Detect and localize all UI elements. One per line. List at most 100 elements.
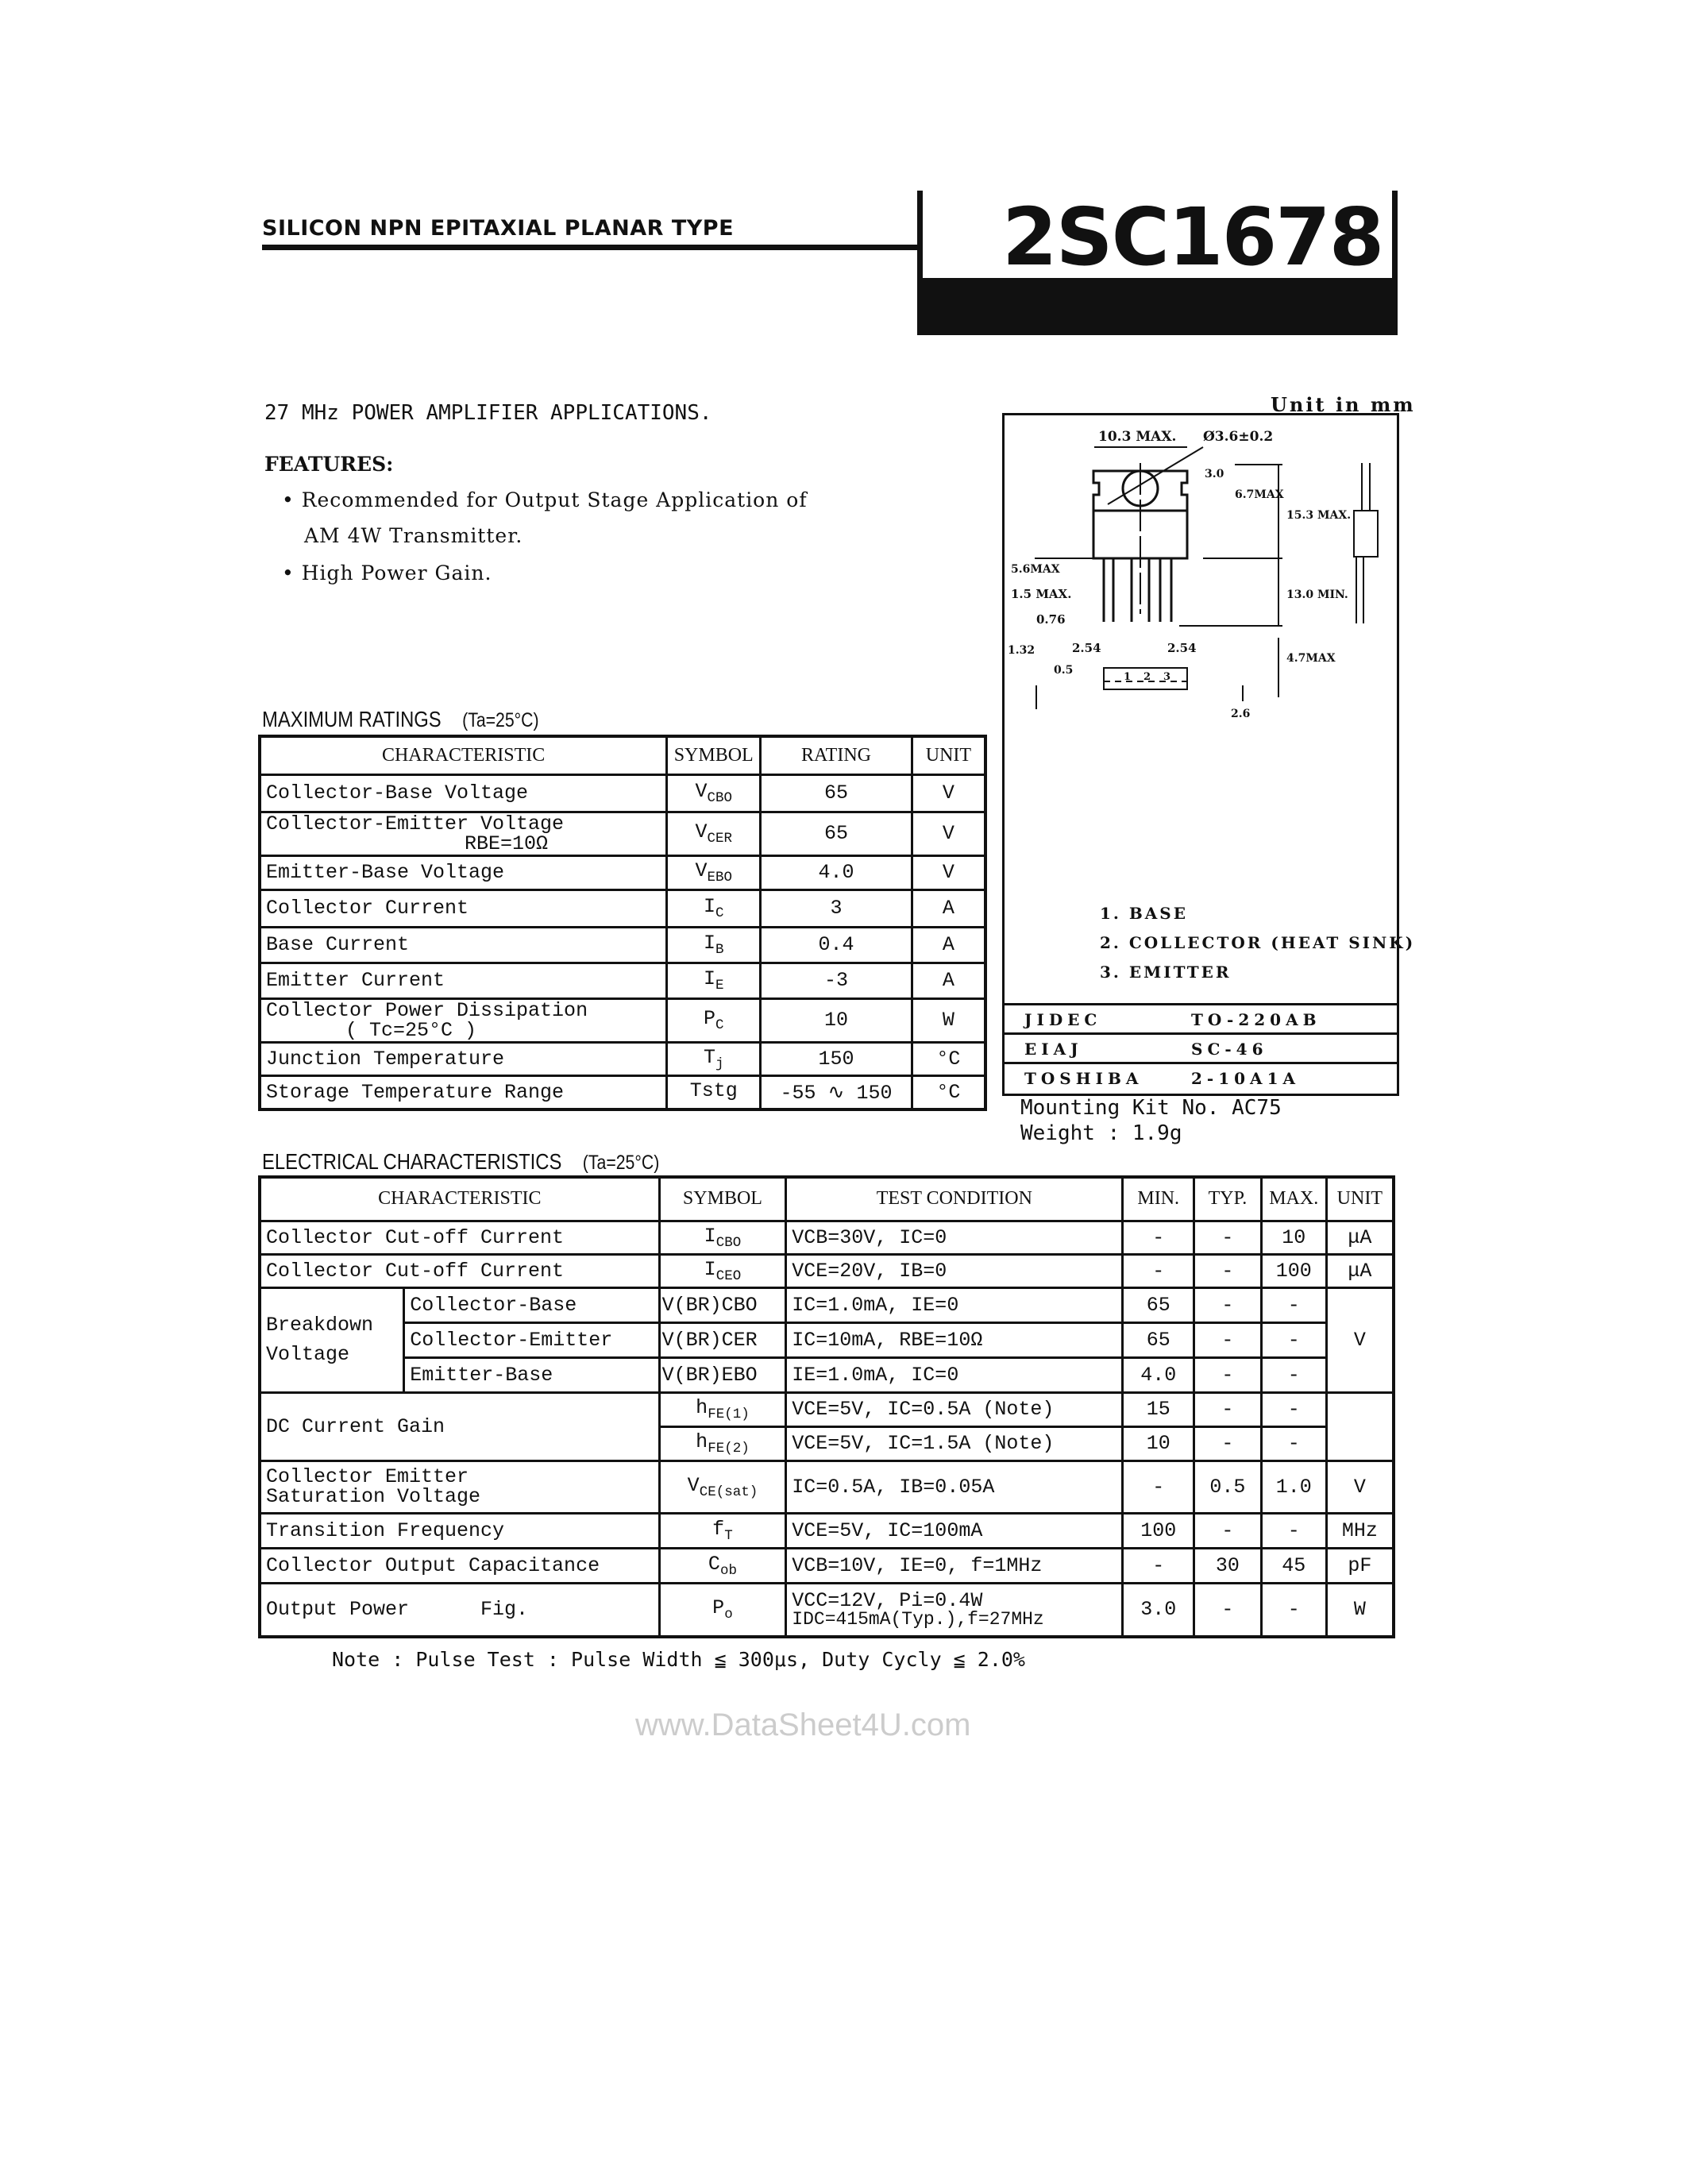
dim-label: 0.5 bbox=[1054, 664, 1073, 677]
typ-cell: 30 bbox=[1193, 1546, 1263, 1584]
rating-cell: -55 ∿ 150 bbox=[759, 1074, 913, 1111]
typ-cell: 0.5 bbox=[1193, 1459, 1263, 1515]
min-cell: - bbox=[1121, 1546, 1196, 1584]
min-cell: 3.0 bbox=[1121, 1581, 1196, 1638]
header-cell: MIN. bbox=[1121, 1175, 1196, 1222]
char-cell: Junction Temperature bbox=[258, 1040, 669, 1077]
dim-label: 4.7MAX bbox=[1286, 652, 1336, 665]
pin-label: 1. BASE bbox=[1100, 904, 1188, 923]
header-cell: CHARACTERISTIC bbox=[258, 1175, 661, 1222]
rating-cell: 65 bbox=[759, 773, 913, 813]
header-cell: SYMBOL bbox=[658, 1175, 788, 1222]
char-cell: Collector Output Capacitance bbox=[258, 1546, 661, 1584]
max-cell: - bbox=[1259, 1286, 1328, 1324]
condition-cell: IE=1.0mA, IC=0 bbox=[785, 1356, 1124, 1394]
symbol-cell: IC bbox=[665, 888, 762, 928]
typ-cell: - bbox=[1193, 1581, 1263, 1638]
header-cell: CHARACTERISTIC bbox=[258, 735, 669, 776]
max-cell: 1.0 bbox=[1259, 1459, 1328, 1515]
symbol-cell: IE bbox=[665, 961, 762, 1000]
char-cell: Emitter-Base Voltage bbox=[258, 854, 669, 891]
unit-cell: A bbox=[910, 888, 987, 928]
dim-label: Ø3.6±0.2 bbox=[1203, 429, 1273, 445]
table-row: DC Current Gain hFE(1) VCE=5V, IC=0.5A (… bbox=[258, 1391, 1395, 1462]
pin-number: 3 bbox=[1163, 671, 1170, 683]
header-cell: TYP. bbox=[1193, 1175, 1263, 1222]
symbol-cell: Cob bbox=[658, 1546, 788, 1584]
rating-cell: 150 bbox=[759, 1040, 913, 1077]
table-row: Collector Cut-off Current ICEO VCE=20V, … bbox=[258, 1252, 1395, 1289]
symbol-cell: VCE(sat) bbox=[658, 1459, 788, 1515]
unit-cell: V bbox=[910, 854, 987, 891]
symbol-cell: Tstg bbox=[665, 1074, 762, 1111]
rating-cell: 65 bbox=[759, 810, 913, 857]
symbol-cell: ICEO bbox=[658, 1252, 788, 1289]
symbol-cell: hFE(2) bbox=[658, 1425, 788, 1462]
typ-cell: - bbox=[1193, 1356, 1263, 1394]
weight: Weight : 1.9g bbox=[1020, 1121, 1182, 1145]
condition-cell: VCE=5V, IC=0.5A (Note) bbox=[785, 1391, 1124, 1428]
header-cell: MAX. bbox=[1259, 1175, 1328, 1222]
table-header-row: CHARACTERISTIC SYMBOL RATING UNIT bbox=[258, 735, 987, 776]
symbol-cell: fT bbox=[658, 1511, 788, 1549]
table-row: hFE(2) VCE=5V, IC=1.5A (Note) 10 - - bbox=[260, 1425, 1394, 1462]
max-ratings-title: MAXIMUM RATINGS (Ta=25°C) bbox=[262, 707, 539, 731]
unit-label: Unit in mm bbox=[1271, 393, 1416, 416]
char-cell: Output Power Fig. bbox=[258, 1581, 661, 1638]
min-cell: 100 bbox=[1121, 1511, 1196, 1549]
symbol-cell: VEBO bbox=[665, 854, 762, 891]
typ-cell: - bbox=[1193, 1286, 1263, 1324]
unit-cell: V bbox=[1325, 1286, 1395, 1394]
min-cell: 4.0 bbox=[1121, 1356, 1196, 1394]
char-cell: Emitter-Base bbox=[403, 1356, 661, 1394]
char-cell: Collector-Base Voltage bbox=[258, 773, 669, 813]
header-cell: SYMBOL bbox=[665, 735, 762, 776]
unit-cell: μA bbox=[1325, 1219, 1395, 1256]
table-row: Collector Output Capacitance Cob VCB=10V… bbox=[258, 1546, 1395, 1584]
header-cell: UNIT bbox=[910, 735, 987, 776]
unit-cell: A bbox=[910, 925, 987, 964]
symbol-cell: Tj bbox=[665, 1040, 762, 1077]
condition-cell: IC=0.5A, IB=0.05A bbox=[785, 1459, 1124, 1515]
pin-label: 2. COLLECTOR (HEAT SINK) bbox=[1100, 933, 1416, 952]
dim-label: 2.54 bbox=[1072, 641, 1101, 655]
char-cell: Collector-Base bbox=[403, 1286, 661, 1324]
char-cell: Emitter Current bbox=[258, 961, 669, 1000]
max-ratings-table: CHARACTERISTIC SYMBOL RATING UNIT Collec… bbox=[258, 735, 987, 1111]
symbol-cell: V(BR)CER bbox=[658, 1321, 788, 1359]
part-number: 2SC1678 bbox=[1002, 191, 1384, 284]
typ-cell: - bbox=[1193, 1511, 1263, 1549]
table-row: Transition Frequency fT VCE=5V, IC=100mA… bbox=[258, 1511, 1395, 1549]
symbol-cell: IB bbox=[665, 925, 762, 964]
char-cell: Transition Frequency bbox=[258, 1511, 661, 1549]
char-cell: Base Current bbox=[258, 925, 669, 964]
symbol-cell: PC bbox=[665, 997, 762, 1044]
table-row: Collector-Emitter V(BR)CER IC=10mA, RBE=… bbox=[260, 1321, 1394, 1359]
typ-cell: - bbox=[1193, 1252, 1263, 1289]
watermark: www.DataSheet4U.com bbox=[635, 1707, 971, 1742]
unit-cell: V bbox=[910, 810, 987, 857]
condition-cell: VCB=30V, IC=0 bbox=[785, 1219, 1124, 1256]
dim-label: 1.32 bbox=[1008, 644, 1035, 657]
part-number-box bbox=[917, 191, 1398, 335]
max-cell: - bbox=[1259, 1581, 1328, 1638]
package-drawing: 10.3 MAX. Ø3.6±0.2 3.0 6.7MAX 15.3 MAX. … bbox=[1002, 413, 1399, 1096]
header-cell: UNIT bbox=[1325, 1175, 1395, 1222]
dim-label: 1.5 MAX. bbox=[1011, 587, 1071, 601]
symbol-cell: V(BR)CBO bbox=[658, 1286, 788, 1324]
condition-cell: IC=1.0mA, IE=0 bbox=[785, 1286, 1124, 1324]
condition-cell: IC=10mA, RBE=10Ω bbox=[785, 1321, 1124, 1359]
rating-cell: 0.4 bbox=[759, 925, 913, 964]
max-cell: - bbox=[1259, 1356, 1328, 1394]
condition-cell: VCE=20V, IB=0 bbox=[785, 1252, 1124, 1289]
